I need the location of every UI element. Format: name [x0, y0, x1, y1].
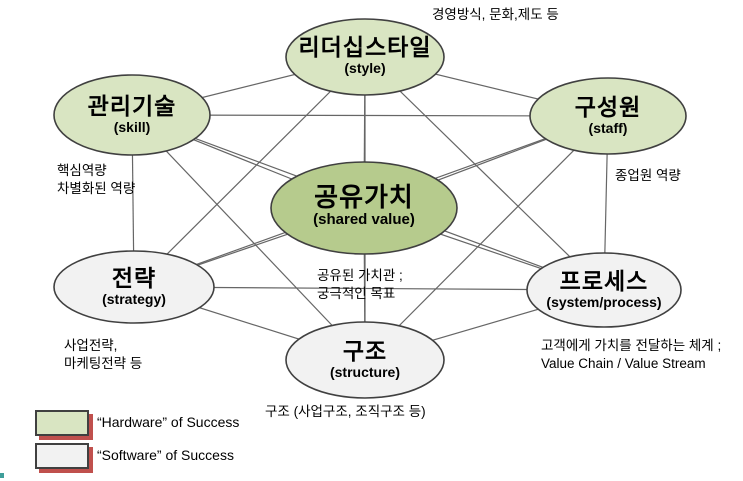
annotation-shared: 공유된 가치관 ; 궁극적인 목표 [317, 268, 403, 302]
legend-software-swatch [35, 443, 89, 469]
node-ellipse-structure [285, 321, 445, 399]
edge-stub-mark [0, 473, 4, 478]
node-ellipse-style [285, 18, 445, 96]
node-ellipse-strategy [53, 250, 215, 324]
node-ellipses [53, 18, 687, 399]
annotation-style: 경영방식, 문화,제도 등 [432, 7, 559, 22]
legend-software-label: “Software” of Success [97, 447, 234, 463]
node-ellipse-staff [529, 77, 687, 155]
annotation-strategy: 사업전략, 마케팅전략 등 [64, 338, 143, 372]
node-ellipse-skill [53, 74, 211, 156]
annotation-process: 고객에게 가치를 전달하는 체계 ; Value Chain / Value S… [541, 338, 722, 372]
legend-hardware-label: “Hardware” of Success [97, 414, 240, 430]
annotation-staff: 종업원 역량 [615, 168, 681, 183]
annotation-skill: 핵심역량 차별화된 역량 [57, 163, 136, 197]
node-ellipse-shared [270, 161, 458, 255]
node-ellipse-process [526, 252, 682, 328]
legend-hardware-swatch [35, 410, 89, 436]
annotation-structure: 구조 (사업구조, 조직구조 등) [265, 404, 426, 419]
